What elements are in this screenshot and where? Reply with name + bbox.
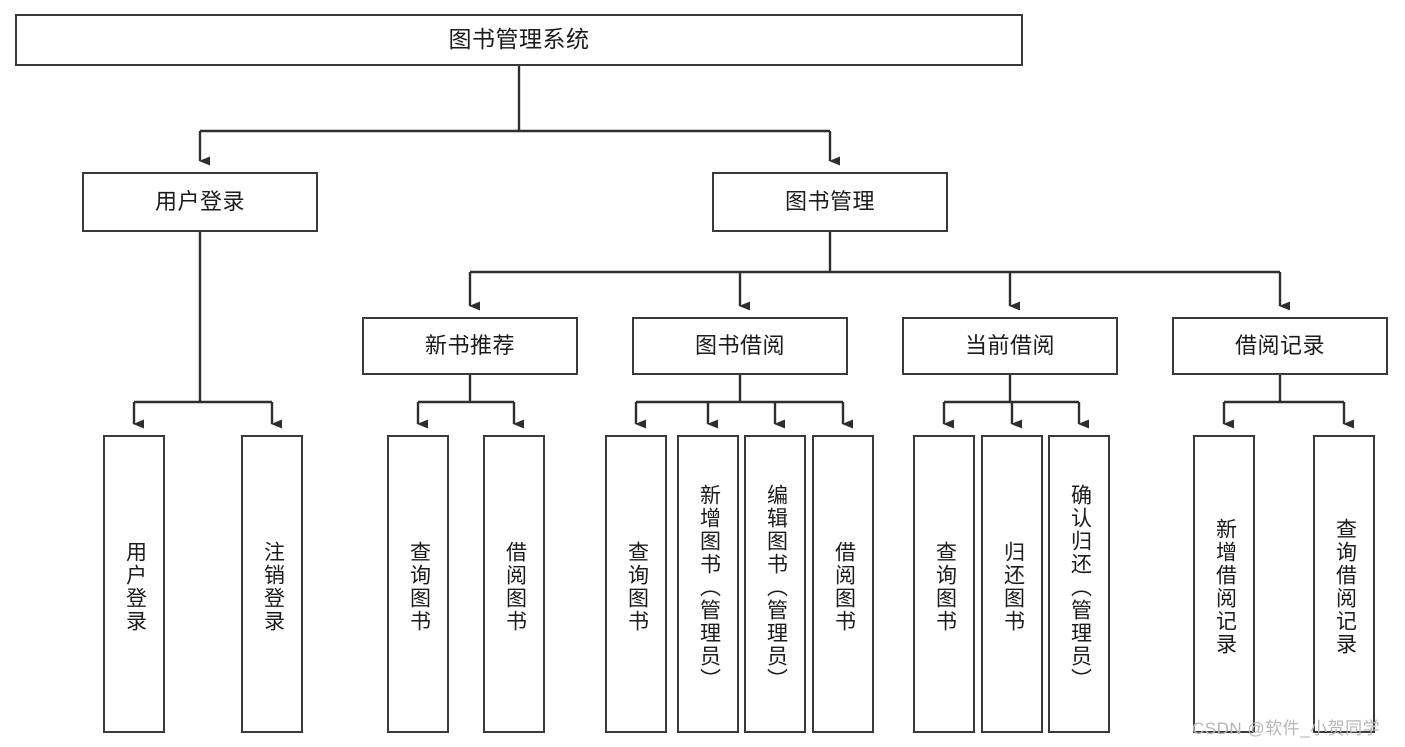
node-label: 查询图书 [625,541,649,633]
node-leaf-query-book-borrow[interactable]: 查询图书 [605,435,667,733]
node-leaf-user-login[interactable]: 用户登录 [103,435,165,733]
node-new-book-rec[interactable]: 新书推荐 [362,317,578,375]
node-leaf-query-book-rec[interactable]: 查询图书 [387,435,449,733]
csdn-watermark: CSDN @软件_小贺同学 [1192,719,1381,738]
node-label: 借阅图书 [832,541,856,633]
node-leaf-edit-book[interactable]: 编辑图书（管理员） [744,435,806,733]
node-label: 新增借阅记录 [1213,518,1237,656]
node-current-borrow[interactable]: 当前借阅 [902,317,1118,375]
node-label: 查询借阅记录 [1333,518,1357,656]
node-label: 确认归还（管理员） [1068,483,1092,691]
node-root[interactable]: 图书管理系统 [15,14,1023,66]
node-label: 图书管理 [784,189,875,215]
node-borrow-record[interactable]: 借阅记录 [1172,317,1388,375]
node-label: 查询图书 [933,541,957,633]
node-label: 用户登录 [123,541,147,633]
node-leaf-add-book[interactable]: 新增图书（管理员） [677,435,739,733]
node-book-manage[interactable]: 图书管理 [712,172,948,232]
node-label: 新增图书（管理员） [697,483,721,691]
node-leaf-logout[interactable]: 注销登录 [241,435,303,733]
node-leaf-confirm-return[interactable]: 确认归还（管理员） [1048,435,1110,733]
node-label: 当前借阅 [964,333,1055,359]
node-leaf-add-record[interactable]: 新增借阅记录 [1193,435,1255,733]
node-leaf-return-book[interactable]: 归还图书 [981,435,1043,733]
node-label: 用户登录 [154,189,245,215]
node-label: 图书管理系统 [448,26,590,53]
node-label: 编辑图书（管理员） [764,483,788,691]
node-leaf-query-record[interactable]: 查询借阅记录 [1313,435,1375,733]
node-label: 新书推荐 [424,333,515,359]
node-label: 注销登录 [261,541,285,633]
node-label: 借阅记录 [1234,333,1325,359]
node-label: 图书借阅 [694,333,785,359]
node-user-login[interactable]: 用户登录 [82,172,318,232]
node-book-borrow[interactable]: 图书借阅 [632,317,848,375]
node-label: 查询图书 [407,541,431,633]
node-leaf-query-book-current[interactable]: 查询图书 [913,435,975,733]
node-leaf-borrow-book[interactable]: 借阅图书 [812,435,874,733]
node-leaf-borrow-book-rec[interactable]: 借阅图书 [483,435,545,733]
node-label: 借阅图书 [503,541,527,633]
node-label: 归还图书 [1001,541,1025,633]
